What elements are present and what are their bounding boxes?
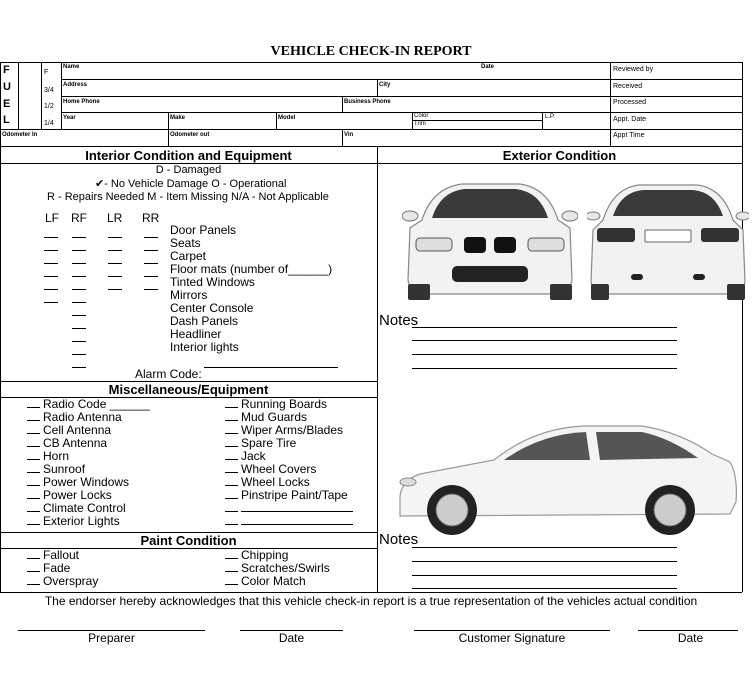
fuel-letter: F [3,64,10,76]
interior-heading: Interior Condition and Equipment [85,148,292,163]
paint-left-list: Fallout Fade Overspray [27,549,98,588]
column-lf: LF [45,211,60,225]
list-item: Mud Guards [241,410,308,424]
received-field[interactable]: Received [613,83,643,90]
model-field[interactable]: Model [278,115,296,121]
fuel-letter: L [3,114,10,126]
list-item: Tinted Windows [170,275,255,289]
list-item: Door Panels [170,223,237,237]
car-rear-image [587,184,749,300]
list-item: Fallout [43,548,80,562]
appt-date-field[interactable]: Appt. Date [613,116,647,123]
processed-field[interactable]: Processed [613,99,647,106]
fuel-level: 1/4 [44,120,54,127]
fuel-level: 3/4 [44,87,54,94]
list-item: Jack [241,449,266,463]
list-item: Running Boards [241,397,328,411]
list-item: CB Antenna [43,436,108,450]
odometer-out-field[interactable]: Odometer out [170,132,210,138]
customer-date[interactable]: Date [677,631,704,645]
list-item: Wiper Arms/Blades [241,423,344,437]
list-item: Power Windows [43,475,130,489]
notes-label: Notes [379,312,419,329]
misc-heading: Miscellaneous/Equipment [108,382,269,397]
legend-damaged: D - Damaged [155,164,222,176]
list-item: Radio Antenna [43,410,122,424]
legend-no-damage: ✔- No Vehicle Damage O - Operational [95,178,287,190]
list-item: Wheel Covers [241,462,317,476]
misc-right-list: Running Boards Mud Guards Wiper Arms/Bla… [225,398,353,528]
list-item: Carpet [170,249,207,263]
make-field[interactable]: Make [170,115,186,121]
interior-items: Door Panels Seats Carpet Floor mats (num… [170,224,332,354]
trim-field[interactable]: Trim [414,121,426,127]
exterior-heading: Exterior Condition [502,148,617,163]
preparer-signature[interactable]: Preparer [88,631,135,645]
odometer-in-field[interactable]: Odometer In [2,132,38,138]
preparer-date[interactable]: Date [278,631,305,645]
paint-right-list: Chipping Scratches/Swirls Color Match [225,549,330,588]
list-item: Scratches/Swirls [241,561,330,575]
notes-label: Notes [379,531,419,548]
list-item: Center Console [170,301,254,315]
car-front-image [402,183,578,300]
list-item: Power Locks [43,488,112,502]
list-item: Dash Panels [170,314,239,328]
color-field[interactable]: Color [414,113,429,119]
list-item: Exterior Lights [43,514,120,528]
list-item: Fade [43,561,71,575]
fuel-level: F [44,69,49,76]
list-item: Radio Code ______ [43,397,150,411]
list-item: Mirrors [170,288,208,302]
column-rr: RR [142,211,160,225]
column-rf: RF [71,211,87,225]
alarm-code-field[interactable]: Alarm Code: [135,367,202,381]
list-item: Headliner [170,327,222,341]
city-field[interactable]: City [379,82,391,88]
reviewed-by-field[interactable]: Reviewed by [613,66,654,73]
endorsement-statement: The endorser hereby acknowledges that th… [44,594,698,608]
fuel-letter: E [3,98,11,110]
address-field[interactable]: Address [63,82,88,88]
list-item: Pinstripe Paint/Tape [241,488,348,502]
list-item: Wheel Locks [241,475,310,489]
list-item: Horn [43,449,70,463]
fuel-letter: U [3,81,11,93]
list-item: Color Match [241,574,306,588]
list-item: Floor mats (number of______) [170,262,333,276]
list-item: Chipping [241,548,289,562]
paint-heading: Paint Condition [140,533,237,548]
year-field[interactable]: Year [63,115,76,121]
list-item: Seats [170,236,201,250]
date-field[interactable]: Date [481,64,495,70]
list-item: Sunroof [43,462,86,476]
car-side-image [399,425,737,535]
business-phone-field[interactable]: Business Phone [344,99,391,105]
appt-time-field[interactable]: Appt Time [613,132,645,139]
legend-repairs: R - Repairs Needed M - Item Missing N/A … [47,191,329,203]
name-field[interactable]: Name [63,64,80,70]
fuel-level: 1/2 [44,103,54,110]
list-item: Spare Tire [241,436,297,450]
list-item: Overspray [43,574,99,588]
lp-field[interactable]: L.P. [545,114,555,120]
column-lr: LR [107,211,123,225]
page-title: VEHICLE CHECK-IN REPORT [270,44,472,59]
vin-field[interactable]: Vin [344,132,354,138]
list-item: Interior lights [170,340,239,354]
list-item: Cell Antenna [43,423,112,437]
misc-left-list: Radio Code ______ Radio Antenna Cell Ant… [27,398,150,528]
list-item: Climate Control [43,501,126,515]
customer-signature[interactable]: Customer Signature [458,631,566,645]
home-phone-field[interactable]: Home Phone [63,99,100,105]
